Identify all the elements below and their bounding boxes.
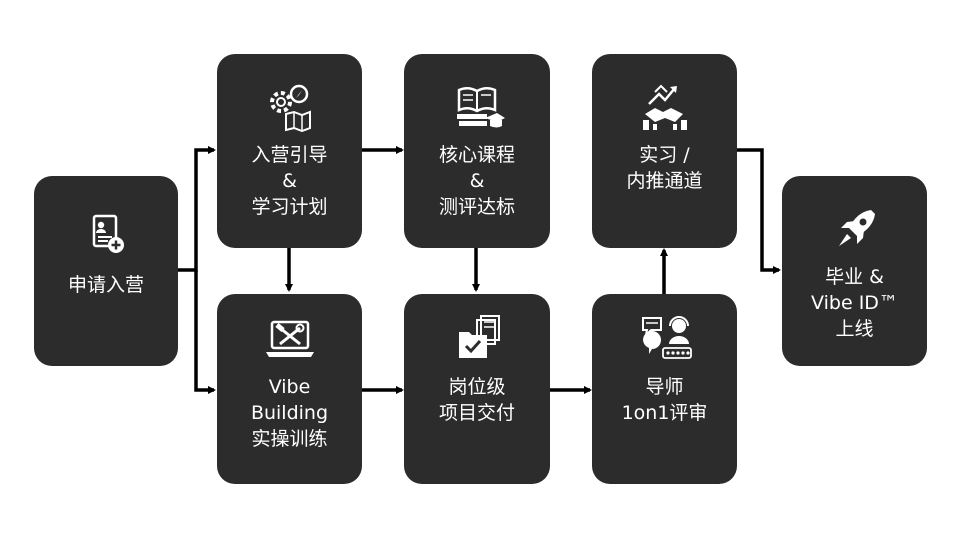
node-apply: 申请入营 bbox=[34, 176, 178, 366]
node-graduation: 毕业 & Vibe ID™ 上线 bbox=[782, 176, 927, 366]
node-mentor-review-label: 导师 1on1评审 bbox=[621, 376, 708, 424]
arrow-internship-to-graduation bbox=[737, 148, 781, 274]
mentor-chat-rating-icon bbox=[637, 314, 693, 364]
node-core-courses: 核心课程 & 测评达标 bbox=[404, 54, 550, 248]
node-project-delivery-label: 岗位级 项目交付 bbox=[438, 376, 515, 424]
arrow-apply-to-onboarding bbox=[178, 146, 216, 272]
node-core-courses-label: 核心课程 & 测评达标 bbox=[438, 144, 515, 218]
node-vibe-building: Vibe Building 实操训练 bbox=[217, 294, 362, 484]
node-project-delivery: 岗位级 项目交付 bbox=[404, 294, 550, 484]
node-onboarding-label: 入营引导 & 学习计划 bbox=[251, 144, 328, 218]
node-internship: 实习 / 内推通道 bbox=[592, 54, 737, 248]
node-onboarding: 入营引导 & 学习计划 bbox=[217, 54, 362, 248]
node-graduation-label: 毕业 & Vibe ID™ 上线 bbox=[811, 266, 898, 340]
rocket-icon bbox=[827, 204, 883, 254]
node-internship-label: 实习 / 内推通道 bbox=[626, 144, 703, 192]
handshake-growth-icon bbox=[637, 82, 693, 132]
laptop-tools-icon bbox=[262, 314, 318, 364]
node-apply-label: 申请入营 bbox=[67, 274, 144, 296]
arrow-apply-to-vibe-building bbox=[194, 270, 216, 394]
gears-compass-map-icon bbox=[262, 82, 318, 132]
node-vibe-building-label: Vibe Building 实操训练 bbox=[250, 376, 329, 450]
application-form-icon bbox=[78, 212, 134, 262]
books-graduation-cap-icon bbox=[449, 82, 505, 132]
node-mentor-review: 导师 1on1评审 bbox=[592, 294, 737, 484]
checked-documents-icon bbox=[449, 314, 505, 364]
